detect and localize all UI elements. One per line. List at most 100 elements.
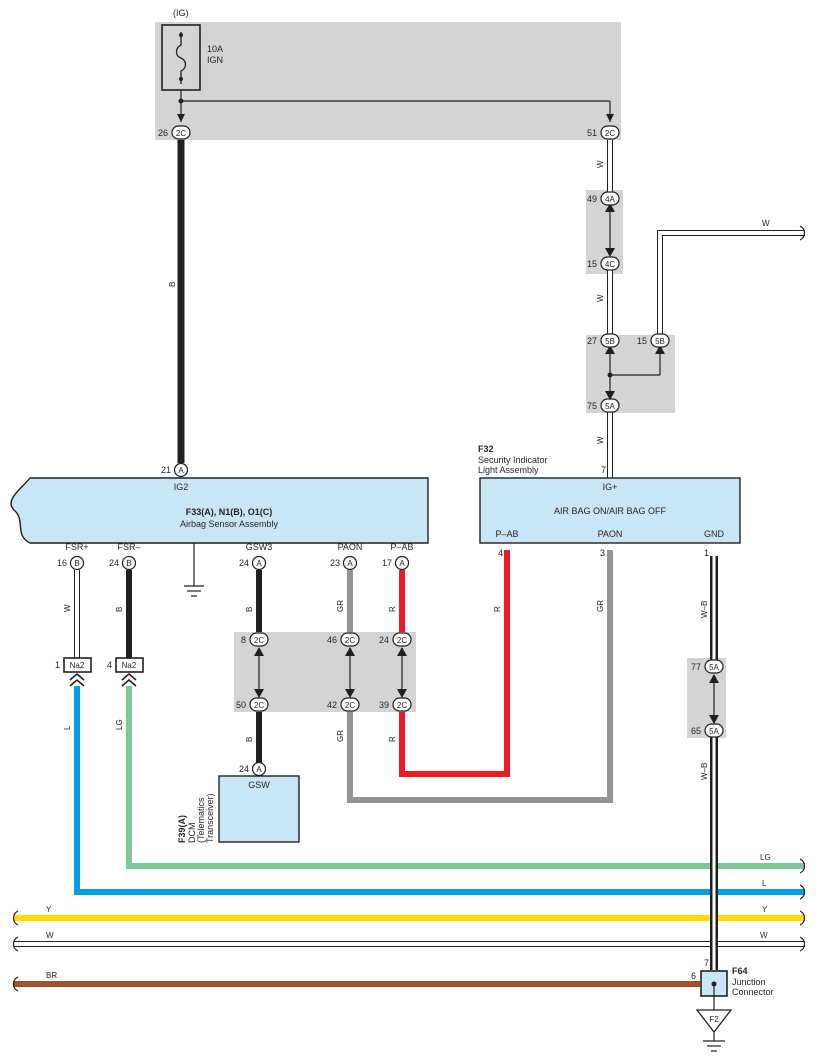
ground-f2-label: F2 — [709, 1015, 719, 1024]
connector-49-4a: 4A 49 — [587, 191, 620, 206]
connector-15-5b: 5B 15 — [637, 333, 670, 348]
svg-text:75: 75 — [587, 401, 597, 411]
svg-text:51: 51 — [587, 128, 597, 138]
connector-24-a-dcm: A 24 — [239, 761, 267, 777]
dcm-box — [218, 775, 300, 843]
wire-label-gsw3: B — [245, 607, 254, 612]
svg-text:2C: 2C — [345, 701, 355, 710]
break-marks — [12, 858, 806, 992]
connector-26-2c: 2C 26 — [158, 125, 191, 140]
connector-75-5a: 5A 75 — [587, 398, 620, 413]
wire-w-to-right-edge — [657, 230, 805, 335]
dcm-name-1: DCM — [187, 823, 197, 844]
pin-sec-paon: PAON — [598, 529, 623, 539]
svg-text:21: 21 — [161, 465, 171, 475]
wire-label-w-right: W — [762, 219, 770, 228]
pin-6-f64: 6 — [691, 971, 696, 981]
wire-p-ab-red-loop — [399, 550, 510, 777]
svg-text:49: 49 — [587, 194, 597, 204]
svg-text:2C: 2C — [397, 701, 407, 710]
pin-ig2: IG2 — [174, 482, 189, 492]
airbag-name: Airbag Sensor Assembly — [180, 519, 279, 529]
wire-label-lg: LG — [115, 719, 124, 730]
wire-label-r-vertical: R — [493, 606, 502, 612]
wire-label-y-left: Y — [46, 905, 52, 914]
svg-text:2C: 2C — [605, 129, 615, 138]
svg-text:Na2: Na2 — [122, 661, 137, 670]
wire-label-pab-lower: R — [388, 736, 397, 742]
wire-lg-green — [126, 686, 805, 869]
connector-39-2c: 2C 39 — [379, 697, 412, 712]
pin-3: 3 — [600, 548, 605, 558]
pin-sec-p-ab: P–AB — [495, 529, 518, 539]
wire-label-w-right2: W — [760, 931, 768, 940]
junction-arrows-2c — [254, 647, 407, 698]
wire-label-l-right: L — [762, 879, 767, 888]
svg-text:42: 42 — [327, 700, 337, 710]
fuse-icon — [175, 32, 187, 84]
connector-51-2c: 2C 51 — [587, 125, 620, 140]
dcm-pin-gsw: GSW — [248, 780, 270, 790]
pin-1: 1 — [704, 548, 709, 558]
security-name-2: Light Assembly — [478, 465, 539, 475]
svg-text:A: A — [178, 466, 184, 475]
svg-text:5B: 5B — [605, 337, 615, 346]
svg-text:A: A — [256, 559, 262, 568]
dcm-code: F39(A) — [177, 815, 187, 843]
svg-text:4: 4 — [107, 660, 112, 670]
svg-text:5A: 5A — [709, 663, 719, 672]
wire-label-l: L — [63, 725, 72, 730]
junction-arrows-5a — [709, 674, 719, 724]
svg-text:24: 24 — [239, 764, 249, 774]
svg-text:24: 24 — [239, 558, 249, 568]
security-label: AIR BAG ON/AIR BAG OFF — [554, 506, 667, 516]
svg-text:B: B — [126, 559, 131, 568]
connector-46-2c: 2C 46 — [327, 632, 360, 647]
svg-text:4A: 4A — [605, 195, 615, 204]
wire-label-br: BR — [46, 971, 57, 980]
connector-24-2c: 2C 24 — [379, 632, 412, 647]
wire-label-w1: W — [596, 160, 605, 168]
ground-icon — [184, 543, 204, 597]
svg-text:5A: 5A — [605, 402, 615, 411]
junction-name-2: Connector — [732, 987, 774, 997]
wire-label-paon-lower: GR — [336, 730, 345, 742]
connector-23-a: A 23 — [330, 555, 358, 571]
svg-text:A: A — [399, 559, 405, 568]
svg-text:4C: 4C — [605, 260, 615, 269]
fuse-rating: 10A — [207, 44, 223, 54]
connector-50-2c: 2C 50 — [236, 697, 269, 712]
svg-text:23: 23 — [330, 558, 340, 568]
wire-label-fsrm: B — [115, 607, 124, 612]
svg-text:1: 1 — [55, 660, 60, 670]
pin-p-ab: P–AB — [390, 542, 413, 552]
connector-na2-4: Na2 4 — [107, 657, 144, 687]
junction-name-1: Junction — [732, 977, 766, 987]
fuse-source: (IG) — [173, 8, 189, 18]
svg-text:17: 17 — [382, 558, 392, 568]
connector-77-5a: 5A 77 — [691, 659, 724, 674]
pin-7-top: 7 — [601, 465, 606, 475]
ground-f2-icon — [695, 1009, 733, 1052]
svg-text:2C: 2C — [254, 701, 264, 710]
svg-text:2C: 2C — [397, 636, 407, 645]
svg-text:A: A — [256, 765, 262, 774]
wire-label-gr-vertical: GR — [596, 600, 605, 612]
dcm-name-3: Transceiver) — [205, 793, 215, 843]
wire-label-fsrp: W — [63, 604, 72, 612]
svg-text:24: 24 — [109, 558, 119, 568]
svg-text:24: 24 — [379, 635, 389, 645]
svg-text:65: 65 — [691, 726, 701, 736]
connector-65-5a: 5A 65 — [691, 723, 724, 738]
connector-21-a: A 21 — [161, 462, 189, 478]
dcm-name-2: (Telematics — [196, 797, 206, 843]
svg-text:2C: 2C — [254, 636, 264, 645]
airbag-codes: F33(A), N1(B), O1(C) — [186, 507, 273, 517]
connector-24-a: A 24 — [239, 555, 267, 571]
connector-24-b: B 24 — [109, 555, 137, 571]
svg-text:27: 27 — [587, 336, 597, 346]
airbag-sensor-assembly-box — [10, 477, 429, 544]
svg-text:8: 8 — [241, 635, 246, 645]
wire-label-gnd-lower: W–B — [700, 763, 709, 780]
